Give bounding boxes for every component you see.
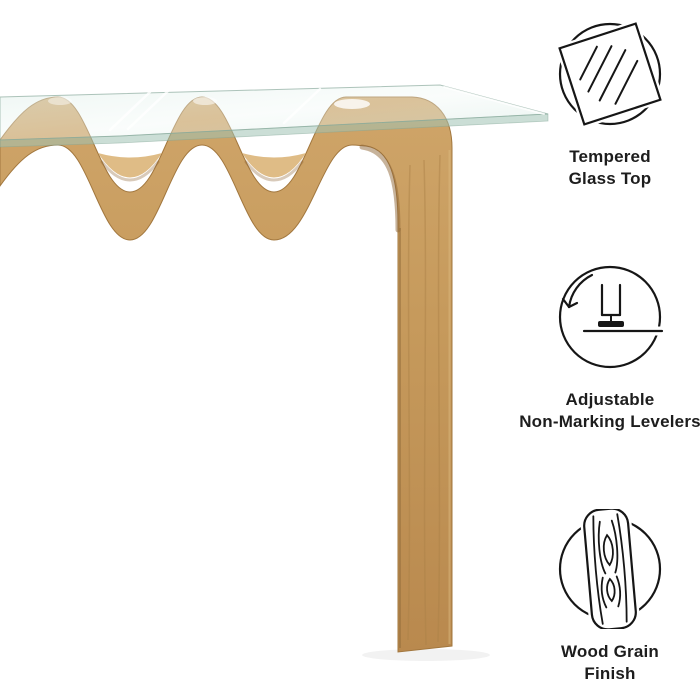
leg-bend-shading: [359, 144, 401, 233]
feature-tempered-glass-top: Tempered Glass Top: [497, 14, 700, 190]
feature-label-line: Glass Top: [568, 169, 652, 188]
leveler-foot-icon: [550, 257, 670, 377]
feature-label-line: Non-Marking Levelers: [519, 412, 700, 431]
floor-shadow: [362, 649, 490, 661]
valley-inner-surface: [98, 153, 162, 178]
feature-label: Adjustable Non-Marking Levelers: [497, 389, 700, 433]
glass-contact-highlight: [193, 97, 217, 105]
wood-grain-icon: [550, 509, 670, 629]
glass-contact-highlight: [48, 97, 72, 105]
feature-adjustable-levelers: Adjustable Non-Marking Levelers: [497, 257, 700, 433]
glass-top-edge: [0, 113, 549, 148]
feature-label-line: Wood Grain: [560, 642, 659, 661]
feature-label: Wood Grain Finish: [497, 641, 700, 685]
feature-label-line: Finish: [584, 664, 636, 683]
feature-label-line: Adjustable: [565, 390, 655, 409]
valley-inner-surface: [242, 153, 306, 178]
wavy-wood-base: [0, 96, 453, 653]
feature-label-line: Tempered: [569, 147, 651, 166]
feature-label: Tempered Glass Top: [497, 146, 700, 190]
leg-wood-grain: [407, 154, 441, 646]
feature-wood-grain-finish: Wood Grain Finish: [497, 509, 700, 685]
glass-shine: [108, 86, 545, 132]
console-table-illustration: [0, 84, 549, 661]
glass-pane-icon: [550, 14, 670, 134]
glass-contact-highlight: [334, 99, 370, 109]
valley-shading: [244, 160, 304, 182]
valley-shading: [100, 160, 160, 182]
